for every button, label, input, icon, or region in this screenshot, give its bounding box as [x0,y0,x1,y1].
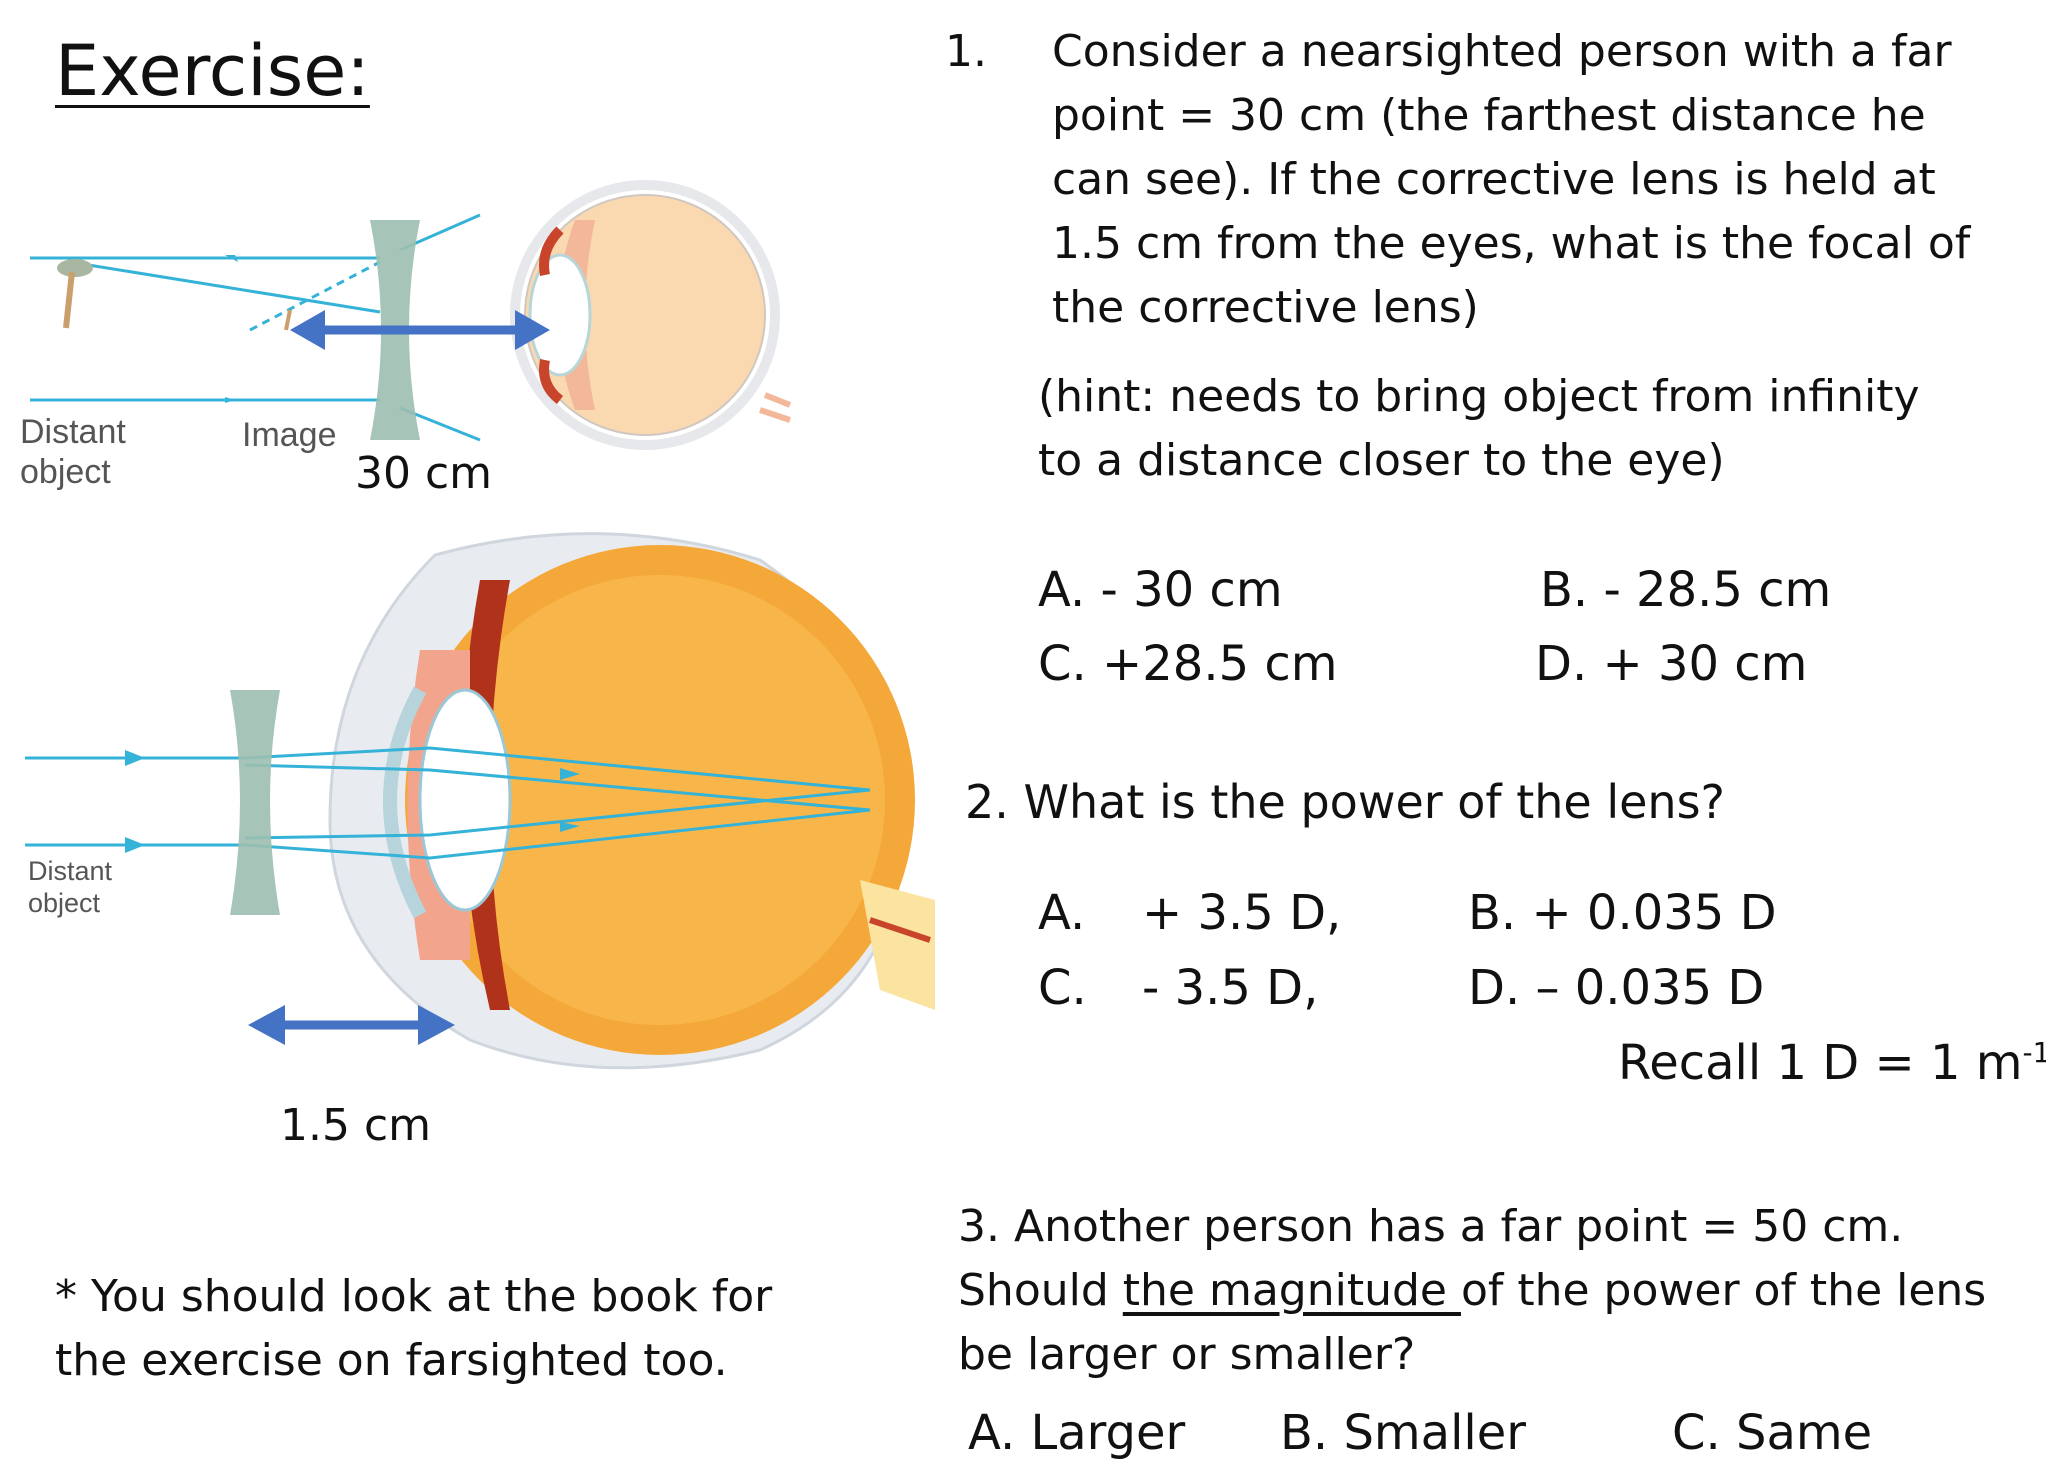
q1-option-c[interactable]: C. +28.5 cm [1038,636,1338,692]
q1-option-a[interactable]: A. - 30 cm [1038,562,1283,618]
note-line1: * You should look at the book for [55,1271,773,1322]
q1-option-d[interactable]: D. + 30 cm [1535,636,1808,692]
q2-option-a-value[interactable]: + 3.5 D, [1142,885,1342,941]
recall-note: Recall 1 D = 1 m-1 [1618,1035,2046,1091]
q3-option-a[interactable]: A. Larger [968,1405,1186,1461]
q3-text: 3. Another person has a far point = 50 c… [958,1195,1986,1387]
distant-object-label-line1: Distant [20,413,126,451]
q2-option-b[interactable]: B. + 0.035 D [1468,885,1777,941]
page-title: Exercise: [55,30,370,112]
recall-superscript: -1 [2022,1036,2046,1069]
nearsighted-eye-diagram [30,180,792,450]
q3-line1: 3. Another person has a far point = 50 c… [958,1201,1904,1252]
q1-line: point = 30 cm (the farthest distance he [1052,90,1926,141]
q2-option-d[interactable]: D. – 0.035 D [1468,960,1765,1016]
q3-option-b[interactable]: B. Smaller [1280,1405,1527,1461]
distance-1-5cm-label: 1.5 cm [280,1100,432,1151]
q1-text: Consider a nearsighted person with a far… [1052,20,1970,340]
q1-hint-line: to a distance closer to the eye) [1038,435,1725,486]
corrected-eye-diagram [25,532,935,1070]
q2-option-c-value[interactable]: - 3.5 D, [1142,960,1319,1016]
q1-line: 1.5 cm from the eyes, what is the focal … [1052,218,1971,269]
recall-text: Recall 1 D = 1 m [1618,1035,2023,1091]
distant-object-label2-line1: Distant [28,856,113,886]
q1-hint: (hint: needs to bring object from infini… [1038,365,1919,493]
q2-option-c-letter[interactable]: C. [1038,960,1087,1016]
q1-option-b[interactable]: B. - 28.5 cm [1540,562,1832,618]
q1-line: can see). If the corrective lens is held… [1052,154,1936,205]
distant-object-label-line2: object [20,453,111,491]
q1-line: Consider a nearsighted person with a far [1052,26,1952,77]
distant-object-label2-line2: object [28,888,101,918]
q1-number: 1. [945,26,987,77]
note-line2: the exercise on farsighted too. [55,1335,728,1386]
q2-option-a-letter[interactable]: A. [1038,885,1086,941]
image-label: Image [242,416,337,454]
q3-line3: be larger or smaller? [958,1329,1416,1380]
q1-hint-line: (hint: needs to bring object from infini… [1038,371,1920,422]
q3-line2: Should the magnitude of the power of the… [958,1265,1987,1316]
distance-30cm-label: 30 cm [355,448,493,499]
q3-underlined-phrase: the magnitude [1122,1265,1461,1316]
q1-line: the corrective lens) [1052,282,1479,333]
q3-option-c[interactable]: C. Same [1672,1405,1873,1461]
q2-question: 2. What is the power of the lens? [965,775,1725,829]
